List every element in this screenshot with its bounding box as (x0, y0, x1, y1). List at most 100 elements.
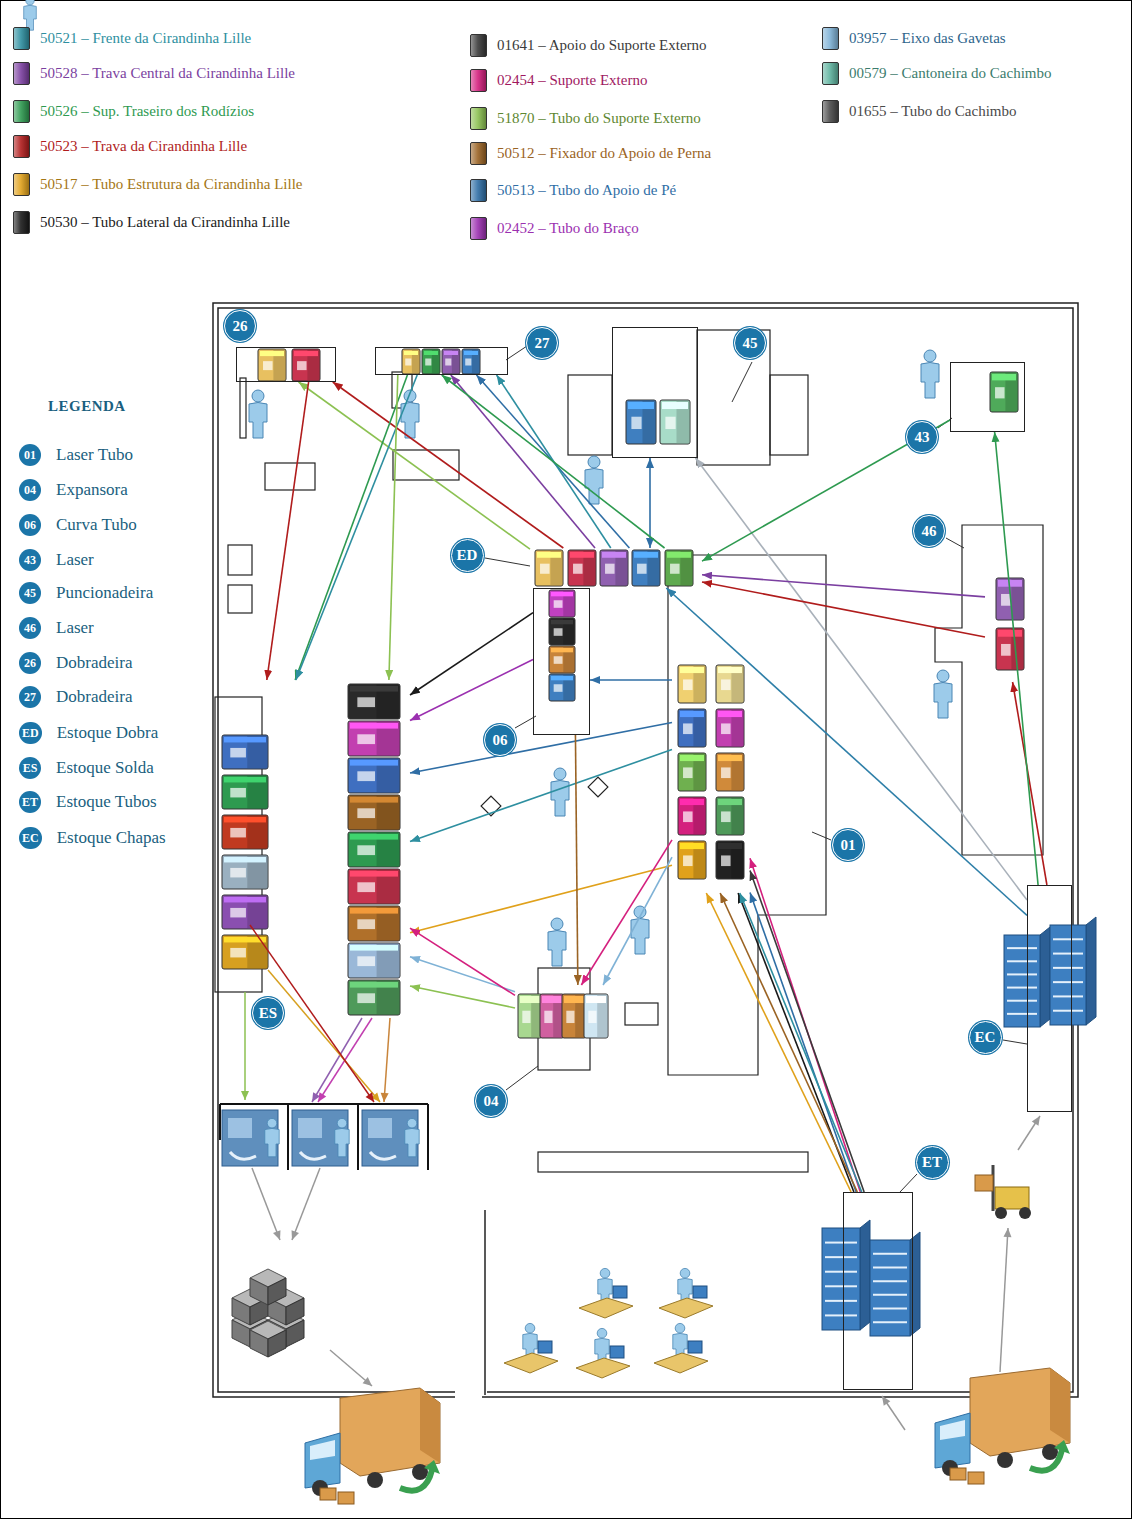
bin-top (551, 620, 573, 624)
station-symbol: 45 (19, 582, 41, 604)
storage-rack (822, 1220, 870, 1330)
stock-bin (716, 841, 744, 879)
material-flow-arrow (603, 857, 672, 985)
bin-body (348, 832, 400, 867)
station-symbol: ED (19, 722, 42, 744)
part-bin-icon (822, 100, 839, 123)
material-flow-arrow (442, 375, 665, 548)
station-symbol: 01 (19, 444, 41, 466)
rack-shelf (873, 1266, 907, 1268)
worker (24, 0, 37, 30)
part-name: 00579 – Cantoneira do Cachimbo (849, 65, 1051, 82)
material-flow-arrow (299, 382, 530, 549)
rack-shelf (873, 1308, 907, 1310)
stock-bin (222, 815, 268, 849)
bin-top (667, 552, 691, 558)
worker (335, 1118, 349, 1156)
flow-line (381, 1018, 390, 1102)
rack-shelf (1007, 947, 1037, 949)
bin-label (683, 811, 693, 822)
part-name: 01655 – Tubo do Cachimbo (849, 103, 1017, 120)
bin-body (222, 775, 268, 809)
callout-number: ES (259, 1006, 277, 1021)
bin-label (357, 771, 375, 781)
worker-body (631, 919, 649, 955)
flow-line-path (1018, 1116, 1040, 1150)
part-bin-icon (822, 62, 839, 85)
stock-bin (348, 684, 400, 719)
legend-entry: 06Curva Tubo (19, 512, 137, 538)
truck-cab (935, 1413, 970, 1468)
rack-shelf (873, 1280, 907, 1282)
stock-bin (348, 721, 400, 756)
bin-top (350, 723, 398, 729)
callout-number: 26 (233, 319, 248, 334)
rack-front (1004, 935, 1040, 1027)
legend-entry: 02454 – Suporte Externo (470, 67, 647, 93)
bin-top (602, 552, 626, 558)
material-flow-arrow (666, 588, 1027, 915)
bin-top (350, 871, 398, 877)
bin-body (348, 758, 400, 793)
truck-window (310, 1440, 335, 1460)
storage-rack (1050, 917, 1096, 1025)
booth-rail (220, 1104, 428, 1170)
bin-label (357, 882, 375, 892)
station-code: 43 (24, 554, 36, 566)
desk-monitor (610, 1346, 624, 1358)
bin-top (542, 996, 562, 1003)
load-arrow-head (1054, 1440, 1070, 1454)
bin-body (600, 550, 628, 586)
bin-body (549, 674, 575, 701)
bin-label (230, 948, 246, 958)
stock-bin (442, 349, 460, 374)
callout-circle: 26 (224, 310, 256, 342)
worker-head (554, 768, 566, 780)
part-name: 50512 – Fixador do Apoio de Perna (497, 145, 711, 162)
station-name: Laser Tubo (56, 445, 133, 465)
rack-shelf (1053, 981, 1083, 983)
desk-monitor (538, 1341, 552, 1353)
flow-line-head (318, 1092, 326, 1102)
flow-line (292, 1168, 320, 1240)
material-flow-arrow (410, 659, 533, 720)
bin-top (718, 755, 742, 761)
stock-bin (348, 980, 400, 1015)
bin-label (425, 359, 431, 366)
bin-top (224, 777, 266, 782)
machine-outline (228, 585, 252, 613)
desk-top (504, 1353, 558, 1373)
stock-bin (549, 646, 575, 673)
flow-line-path (330, 1350, 372, 1386)
stock-bin (716, 797, 744, 835)
rack-shelf (873, 1253, 907, 1255)
stock-bin (716, 709, 744, 747)
bin-label (357, 697, 375, 707)
stock-bin (665, 550, 693, 586)
stock-bin (678, 841, 706, 879)
callout-circle: EC (969, 1021, 1002, 1054)
flow-line-head (241, 1091, 249, 1100)
column-diamond (588, 777, 608, 797)
station-code: 06 (24, 519, 36, 531)
bin-top (586, 996, 606, 1003)
station-name: Puncionadeira (56, 583, 153, 603)
material-flow-arrow (410, 865, 672, 932)
flow-line (268, 970, 380, 1102)
bin-body (549, 590, 575, 617)
desk-monitor (693, 1286, 707, 1298)
callout-circle: ET (916, 1146, 949, 1179)
callout-circle: 27 (526, 327, 558, 359)
bin-body (626, 400, 656, 444)
stock-bin (348, 832, 400, 867)
forklift-wheel (995, 1207, 1007, 1219)
callout-number: 01 (841, 838, 856, 853)
desk-top (579, 1298, 633, 1318)
rack-shelf (1007, 1000, 1037, 1002)
bin-body (348, 980, 400, 1015)
station-area: 26 (236, 347, 336, 382)
bin-label (445, 359, 451, 366)
bin-label (230, 908, 246, 918)
bin-label (566, 1011, 574, 1023)
material-flow-arrow (995, 432, 1038, 885)
